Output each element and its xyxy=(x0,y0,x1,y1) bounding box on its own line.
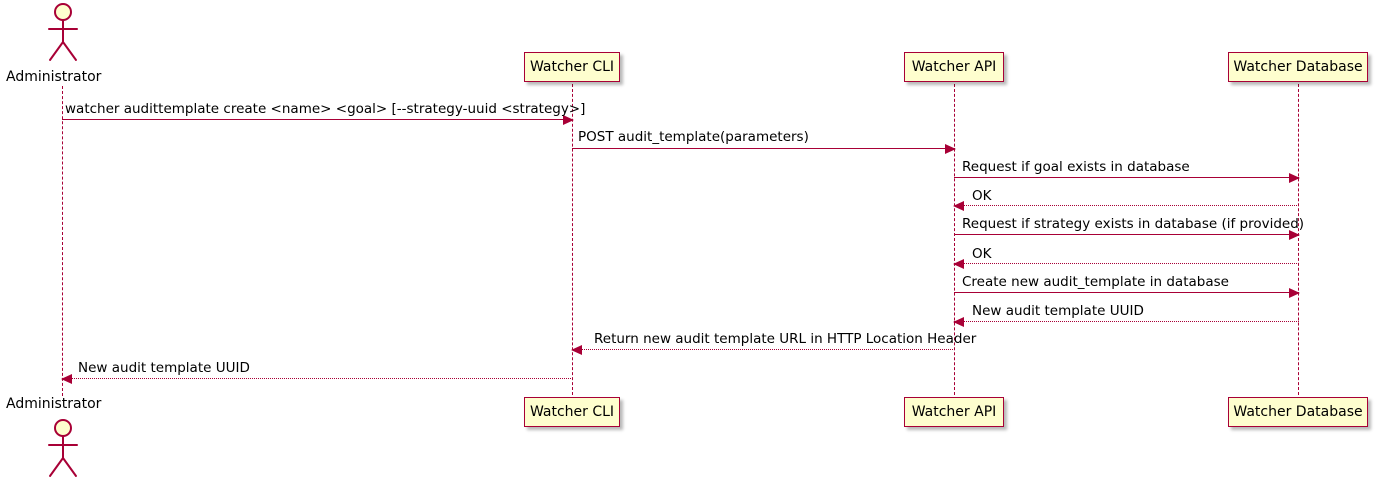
arrowhead-right-icon xyxy=(1289,288,1300,298)
participant-label-watcher-cli-top: Watcher CLI xyxy=(529,59,615,75)
message-arrow-m4 xyxy=(953,201,1299,211)
message-label-m6: OK xyxy=(972,246,992,262)
lifeline-watcher-api xyxy=(954,84,955,395)
participant-box-watcher-cli-bottom[interactable]: Watcher CLI xyxy=(524,397,620,427)
message-label-m10: New audit template UUID xyxy=(78,360,250,376)
message-arrow-m3 xyxy=(954,173,1300,183)
participant-label-watcher-api-top: Watcher API xyxy=(911,59,997,75)
message-arrow-m7 xyxy=(954,288,1300,298)
message-label-m8: New audit template UUID xyxy=(972,303,1144,319)
message-label-m1: watcher audittemplate create <name> <goa… xyxy=(65,101,586,117)
message-label-m9: Return new audit template URL in HTTP Lo… xyxy=(594,331,977,347)
actor-figure-administrator-bottom xyxy=(48,419,78,477)
arrowhead-right-icon xyxy=(563,115,574,125)
participant-label-watcher-database-bottom: Watcher Database xyxy=(1233,404,1363,420)
message-arrow-m2 xyxy=(572,144,956,154)
message-arrow-m9 xyxy=(571,345,955,355)
participant-box-watcher-database-bottom[interactable]: Watcher Database xyxy=(1228,397,1368,427)
participant-box-watcher-database-top[interactable]: Watcher Database xyxy=(1228,52,1368,82)
participant-box-watcher-cli-top[interactable]: Watcher CLI xyxy=(524,52,620,82)
participant-label-watcher-api-bottom: Watcher API xyxy=(911,404,997,420)
arrowhead-right-icon xyxy=(1289,230,1300,240)
message-arrow-m6 xyxy=(953,259,1299,269)
participant-label-watcher-cli-bottom: Watcher CLI xyxy=(529,404,615,420)
participant-box-watcher-api-top[interactable]: Watcher API xyxy=(904,52,1004,82)
participant-box-watcher-api-bottom[interactable]: Watcher API xyxy=(904,397,1004,427)
actor-figure-administrator-top xyxy=(48,3,78,61)
arrowhead-left-icon xyxy=(953,259,964,269)
message-label-m2: POST audit_template(parameters) xyxy=(578,129,809,145)
actor-label-administrator-bottom: Administrator xyxy=(6,396,102,412)
message-arrow-m5 xyxy=(954,230,1300,240)
arrowhead-left-icon xyxy=(61,374,72,384)
message-label-m3: Request if goal exists in database xyxy=(962,159,1190,175)
lifeline-watcher-cli xyxy=(572,84,573,395)
arrowhead-right-icon xyxy=(945,144,956,154)
message-label-m4: OK xyxy=(972,188,992,204)
message-label-m5: Request if strategy exists in database (… xyxy=(962,216,1305,232)
participant-label-watcher-database-top: Watcher Database xyxy=(1233,59,1363,75)
message-arrow-m8 xyxy=(953,317,1299,327)
message-label-m7: Create new audit_template in database xyxy=(962,274,1229,290)
arrowhead-left-icon xyxy=(953,317,964,327)
arrowhead-left-icon xyxy=(953,201,964,211)
arrowhead-left-icon xyxy=(571,345,582,355)
arrowhead-right-icon xyxy=(1289,173,1300,183)
message-arrow-m10 xyxy=(61,374,573,384)
message-arrow-m1 xyxy=(62,115,574,125)
lifeline-administrator xyxy=(62,86,63,396)
actor-label-administrator-top: Administrator xyxy=(6,69,102,85)
